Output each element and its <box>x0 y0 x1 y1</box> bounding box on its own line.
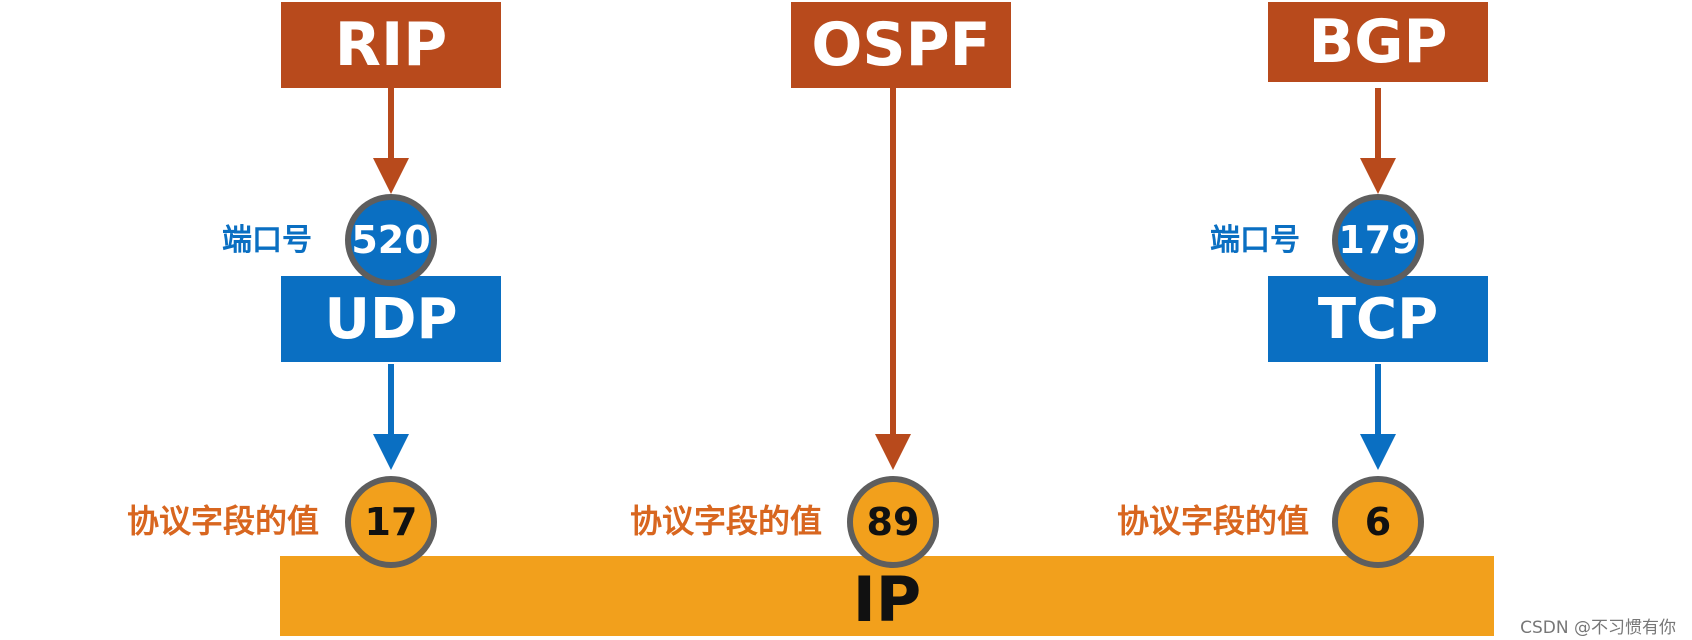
protocol-field-label-right: 协议字段的值 <box>1117 502 1310 540</box>
udp-box: UDP <box>281 276 501 362</box>
rip-port-circle: 520 <box>345 194 437 286</box>
bgp-box: BGP <box>1268 2 1488 82</box>
ip-bar: IP <box>280 556 1494 636</box>
udp-protocol-value: 17 <box>364 500 418 544</box>
ospf-protocol-circle: 89 <box>847 476 939 568</box>
port-label-right: 端口号 <box>1210 223 1300 258</box>
udp-protocol-circle: 17 <box>345 476 437 568</box>
port-label-left: 端口号 <box>222 223 312 258</box>
protocol-field-label-middle: 协议字段的值 <box>630 502 823 540</box>
ospf-box: OSPF <box>791 2 1011 88</box>
tcp-protocol-circle: 6 <box>1332 476 1424 568</box>
bgp-port-value: 179 <box>1338 218 1418 262</box>
bgp-port-circle: 179 <box>1332 194 1424 286</box>
rip-port-value: 520 <box>351 218 431 262</box>
rip-box: RIP <box>281 2 501 88</box>
tcp-protocol-value: 6 <box>1364 500 1392 544</box>
ospf-protocol-value: 89 <box>866 500 920 544</box>
watermark: CSDN @不习惯有你 <box>1520 618 1676 638</box>
protocol-field-label-left: 协议字段的值 <box>127 502 320 540</box>
tcp-box: TCP <box>1268 276 1488 362</box>
ip-label: IP <box>852 562 922 636</box>
